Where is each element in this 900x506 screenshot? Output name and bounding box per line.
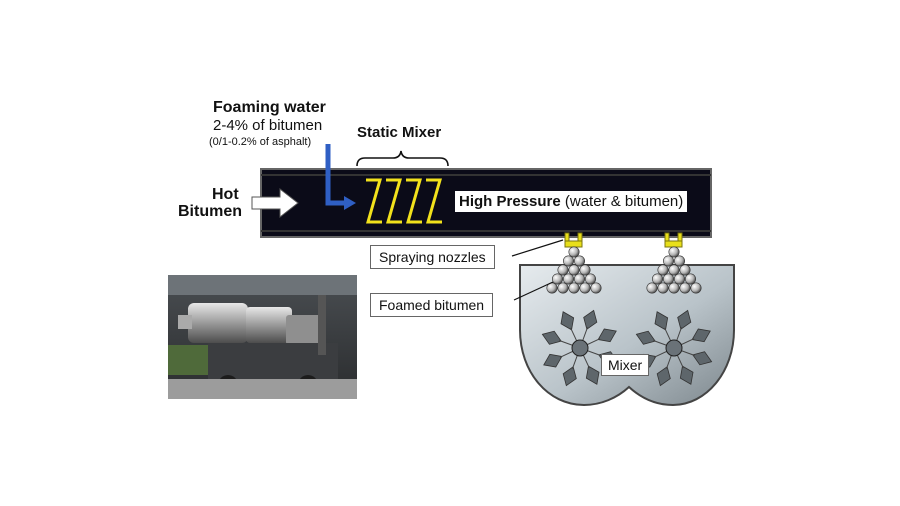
hot-label: Hot	[212, 186, 239, 203]
foam-leader-line	[513, 281, 554, 301]
foaming-water-asphalt: (0/1-0.2% of asphalt)	[209, 136, 312, 148]
mixer-rotor-left	[541, 309, 619, 387]
bitumen-inlet-arrow	[251, 187, 299, 219]
water-injection-line	[325, 144, 346, 206]
high-pressure-label: High Pressure (water & bitumen)	[455, 191, 688, 212]
foam-pile-right	[646, 246, 702, 294]
high-pressure-title: High Pressure	[459, 193, 561, 210]
nozzle-leader-line	[511, 239, 564, 257]
foaming-water-ratio: 2-4% of bitumen	[213, 117, 323, 134]
foaming-plant-photo	[168, 275, 357, 399]
foamed-bitumen-label: Foamed bitumen	[370, 293, 494, 317]
high-pressure-detail: (water & bitumen)	[564, 193, 684, 210]
static-mixer-brace	[356, 150, 449, 167]
mixer-label: Mixer	[601, 354, 650, 376]
static-mixer-label: Static Mixer	[357, 124, 442, 141]
bitumen-label: Bitumen	[178, 203, 242, 220]
static-mixer-elements	[366, 178, 442, 224]
foaming-water-label: Foaming water	[213, 99, 326, 116]
foam-pile-left	[546, 246, 602, 294]
spraying-nozzles-label: Spraying nozzles	[370, 245, 495, 269]
